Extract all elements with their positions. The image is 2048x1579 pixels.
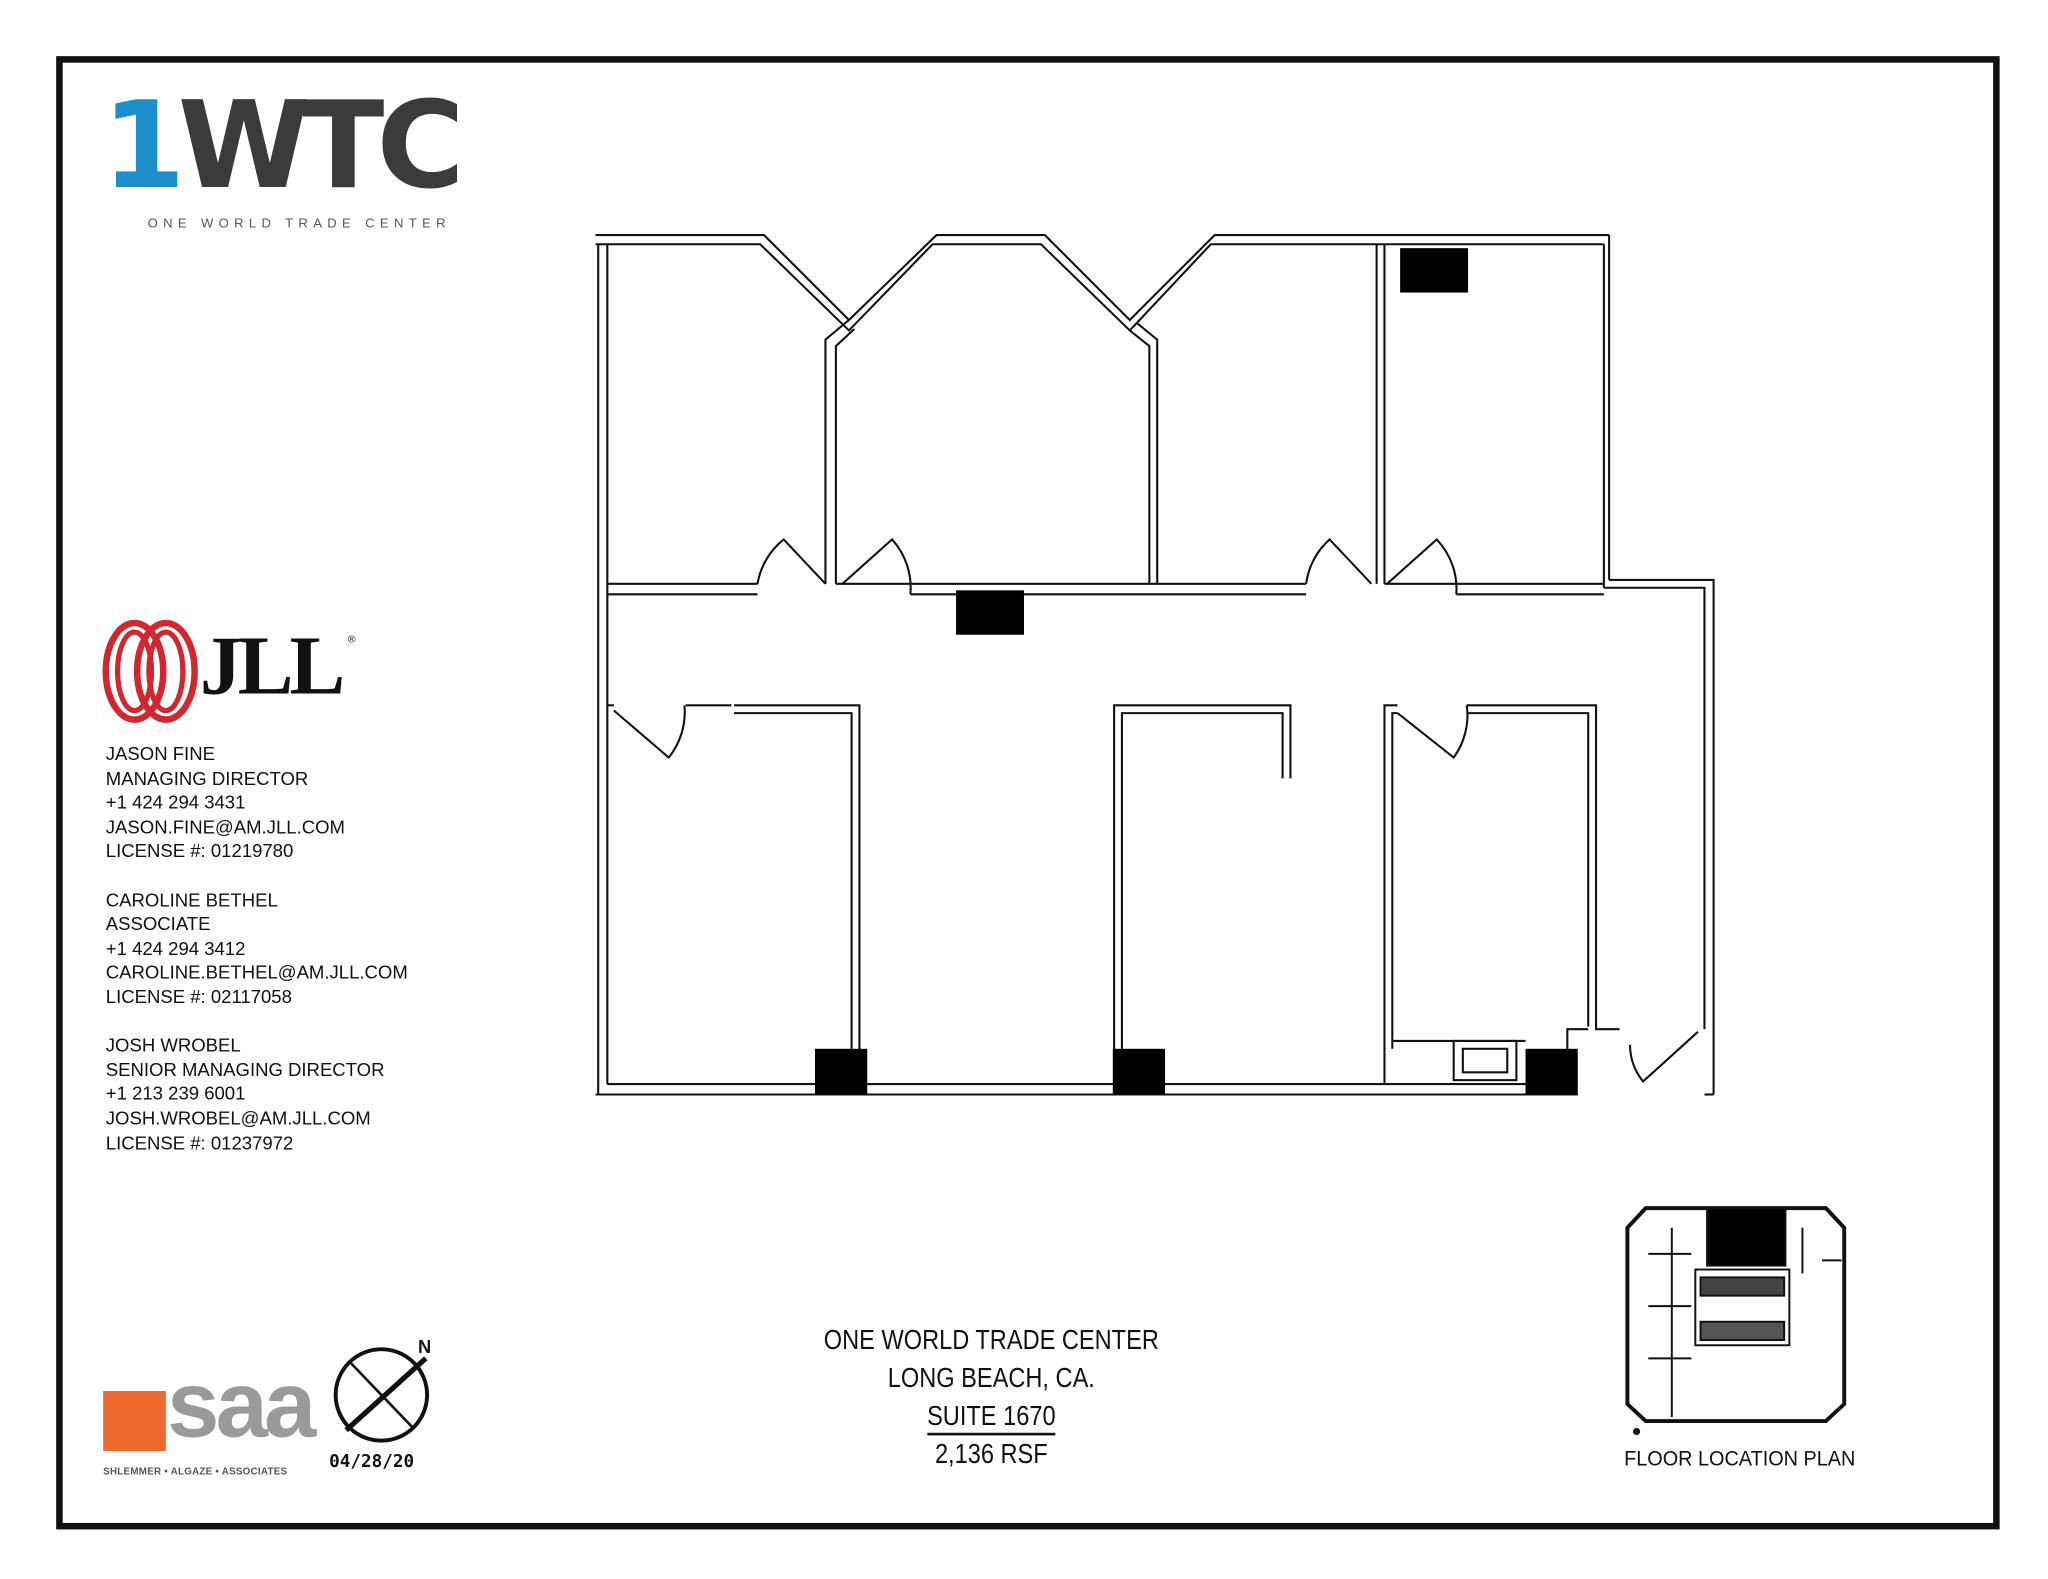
contact-title: SENIOR MANAGING DIRECTOR (105, 1060, 385, 1082)
contact-card: JASON FINE MANAGING DIRECTOR +1 424 294 … (106, 743, 408, 864)
contact-phone: +1 424 294 3412 (105, 938, 246, 960)
building-city: LONG BEACH, CA. (887, 1363, 1095, 1394)
1wtc-logo-subtitle: ONE WORLD TRADE CENTER (147, 216, 451, 232)
jll-rings-icon (102, 619, 198, 723)
logo-number: 1 (101, 75, 186, 216)
north-label: N (417, 1336, 432, 1358)
suite-area: 2,136 RSF (934, 1439, 1048, 1470)
jll-registered-mark: ® (347, 633, 356, 646)
contact-card: JOSH WROBEL SENIOR MANAGING DIRECTOR +1 … (106, 1035, 408, 1156)
sheet-border (56, 56, 2000, 1530)
saa-logo-tagline: SHLEMMER • ALGAZE • ASSOCIATES (103, 1465, 288, 1478)
contact-email: JASON.FINE@AM.JLL.COM (105, 817, 345, 839)
contact-name: JOSH WROBEL (105, 1035, 241, 1057)
suite-floor-plan (595, 234, 1715, 1096)
contact-title: MANAGING DIRECTOR (105, 768, 309, 790)
plan-date: 04/28/20 (329, 1451, 415, 1472)
logo-letters: WTC (177, 75, 465, 216)
contact-title: ASSOCIATE (105, 914, 211, 936)
floor-location-plan-map (1625, 1206, 1847, 1436)
building-name: ONE WORLD TRADE CENTER (823, 1325, 1159, 1356)
contact-email: CAROLINE.BETHEL@AM.JLL.COM (105, 963, 408, 984)
contact-license: LICENSE #: 01219780 (105, 841, 294, 863)
suite-number: SUITE 1670 (927, 1401, 1056, 1436)
contact-name: CAROLINE BETHEL (105, 890, 278, 912)
saa-logo-text: saa (167, 1353, 316, 1458)
contact-card: CAROLINE BETHEL ASSOCIATE +1 424 294 341… (106, 889, 408, 1010)
contact-phone: +1 213 239 6001 (105, 1084, 246, 1106)
1wtc-logo: 1WTC (102, 86, 465, 206)
saa-logo-block (103, 1390, 166, 1452)
jll-logo: JLL ® (200, 624, 356, 708)
title-block: ONE WORLD TRADE CENTER LONG BEACH, CA. S… (730, 1322, 1252, 1474)
contact-email: JOSH.WROBEL@AM.JLL.COM (105, 1108, 371, 1130)
contact-phone: +1 424 294 3431 (105, 793, 246, 814)
structural-columns (815, 248, 1578, 1095)
contact-license: LICENSE #: 02117058 (105, 987, 292, 1009)
contact-name: JASON FINE (105, 744, 215, 766)
floor-location-plan-label: FLOOR LOCATION PLAN (1624, 1448, 1856, 1471)
north-arrow-icon (333, 1347, 430, 1443)
jll-logo-text: JLL (199, 619, 345, 712)
broker-contacts: JASON FINE MANAGING DIRECTOR +1 424 294 … (106, 743, 408, 1180)
contact-license: LICENSE #: 01237972 (105, 1133, 294, 1154)
